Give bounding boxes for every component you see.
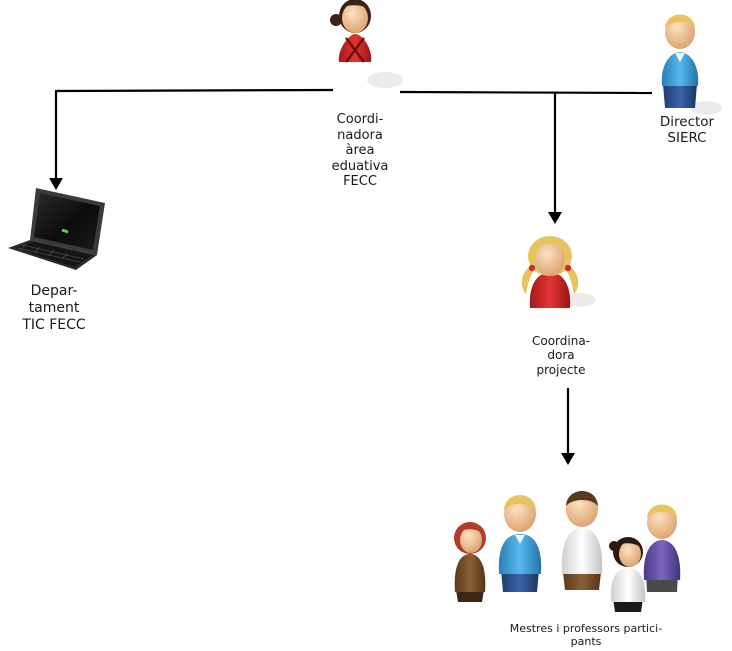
man-blue-avatar-icon — [661, 14, 722, 115]
group-of-people-icon — [454, 491, 681, 612]
laptop-icon — [8, 188, 105, 270]
teachers-label: Mestres i professors partici- pants — [456, 622, 716, 648]
connector-horizontal-right — [399, 90, 653, 95]
project-coordinator-label: Coordina- dora projecte — [513, 334, 609, 377]
director-label: Director SIERC — [645, 114, 729, 146]
label-line: dora — [547, 348, 575, 363]
it-department-label: Depar- tament TIC FECC — [6, 283, 102, 333]
label-line: àrea — [345, 143, 375, 159]
arrowhead-project-coordinator — [548, 212, 562, 224]
label-line: Mestres i professors partici- — [509, 622, 663, 635]
label-line: projecte — [536, 362, 586, 377]
connector-horizontal-left — [54, 88, 334, 93]
girl-avatar-icon — [521, 236, 596, 308]
arrowhead-teachers — [561, 453, 575, 465]
coordinator-area-label: Coordi- nadora àrea eduativa FECC — [315, 112, 405, 190]
label-line: TIC FECC — [22, 316, 86, 333]
label-line: SIERC — [667, 130, 707, 147]
label-line: nadora — [337, 127, 383, 143]
label-line: Depar- — [30, 283, 78, 299]
arrowheads — [49, 178, 575, 465]
label-line: pants — [570, 635, 602, 649]
arrowhead-it-department — [49, 178, 63, 190]
label-line: tament — [28, 299, 80, 316]
label-line: FECC — [343, 174, 377, 190]
label-line: Coordi- — [336, 112, 384, 127]
woman-red-avatar-icon — [330, 0, 403, 88]
label-line: Coordina- — [531, 334, 591, 348]
connectors — [54, 88, 653, 458]
label-line: Director — [659, 114, 715, 130]
label-line: eduativa — [331, 158, 389, 174]
